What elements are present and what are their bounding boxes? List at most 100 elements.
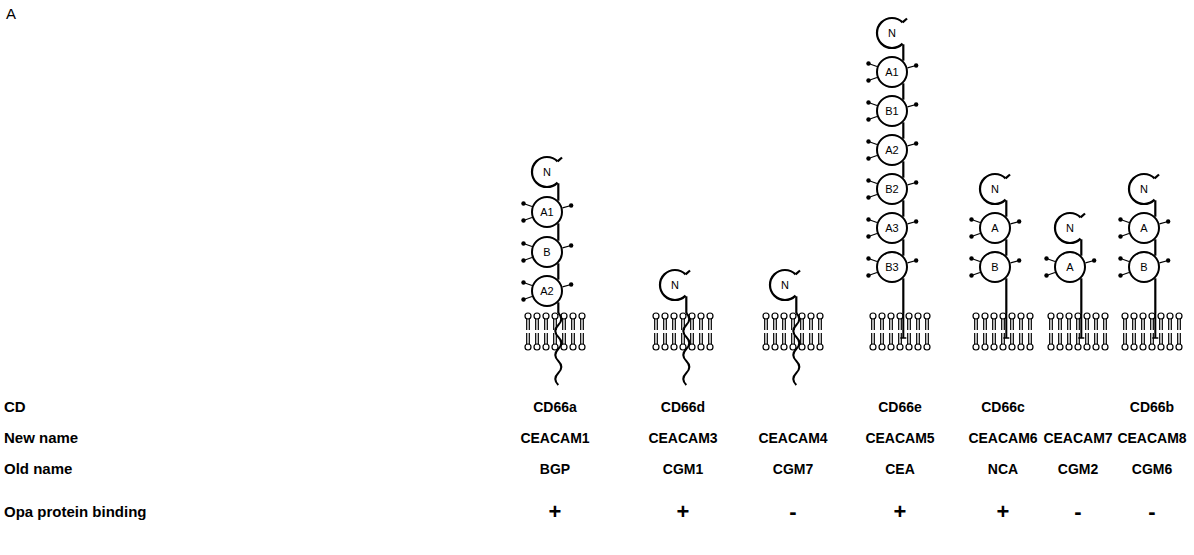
lipid-tail (526, 333, 527, 344)
lipid-tail (803, 333, 804, 344)
lipid-tail (1010, 333, 1011, 344)
ig-domain: B3 (876, 251, 908, 283)
lipid-head (1131, 344, 1137, 350)
chain-link (1154, 239, 1156, 255)
domain-loop (532, 157, 558, 187)
lipid-tail (1019, 319, 1020, 330)
lipid-tail (657, 319, 658, 330)
domain-ring (1129, 252, 1159, 282)
lipid-tail (1076, 333, 1077, 344)
ig-domain: A (979, 212, 1011, 244)
binding-sign: + (677, 499, 690, 524)
lipid-head (906, 313, 912, 319)
glycan-dot (866, 78, 870, 82)
domain-label: B1 (885, 106, 898, 117)
transmembrane-tail (793, 313, 799, 385)
domain-ring (980, 213, 1010, 243)
lipid-tail (1132, 319, 1133, 330)
glycan-dot (1017, 219, 1021, 223)
lipid-head (1066, 313, 1072, 319)
lipid-tail (1150, 333, 1151, 344)
gpi-anchor-end (1003, 337, 1009, 339)
lipid-tail (547, 333, 548, 344)
glycan-dot (866, 117, 870, 121)
lipid-tail (702, 319, 703, 330)
lipid-head (879, 313, 885, 319)
lipid-tail (986, 333, 987, 344)
lipid-tail (708, 333, 709, 344)
lipid-tail (791, 319, 792, 330)
lipid-tail (693, 319, 694, 330)
lipid-head (1048, 344, 1054, 350)
lipid-tail (1088, 333, 1089, 344)
binding-sign: - (1074, 499, 1081, 524)
domain-ring (877, 135, 907, 165)
lipid-tail (773, 319, 774, 330)
lipid-head (870, 344, 876, 350)
lipid-head (973, 313, 979, 319)
table-cell: CD66d (661, 399, 705, 415)
lipid-tail (690, 319, 691, 330)
lipid-head (579, 344, 585, 350)
glycan-dot (866, 256, 870, 260)
glycan-dot (569, 282, 573, 286)
lipid-tail (803, 319, 804, 330)
lipid-tail (995, 319, 996, 330)
lipid-head (915, 344, 921, 350)
lipid-head (653, 344, 659, 350)
lipid-tail (892, 333, 893, 344)
lipid-head (1158, 313, 1164, 319)
lipid-tail (547, 319, 548, 330)
lipid-tail (1171, 333, 1172, 344)
lipid-head (1167, 344, 1173, 350)
lipid-tail (809, 319, 810, 330)
lipid-tail (1085, 319, 1086, 330)
lipid-head (543, 313, 549, 319)
domain-loop (980, 174, 1006, 204)
lipid-head (808, 344, 814, 350)
lipid-tail (812, 319, 813, 330)
lipid-tail (889, 319, 890, 330)
table-cell: CD66a (533, 399, 577, 415)
gpi-anchor-end (1078, 337, 1084, 339)
domain-loop (770, 270, 796, 300)
lipid-tail (986, 319, 987, 330)
lipid-tail (1126, 333, 1127, 344)
lipid-tail (1159, 333, 1160, 344)
lipid-head (707, 344, 713, 350)
lipid-tail (538, 333, 539, 344)
lipid-tail (1123, 333, 1124, 344)
ig-domain: A1 (531, 196, 563, 228)
lipid-tail (1067, 333, 1068, 344)
glycan-dot (521, 218, 525, 222)
lipid-tail (818, 333, 819, 344)
domain-loop (1129, 174, 1155, 204)
lipid-tail (1067, 319, 1068, 330)
lipid-tail (1022, 333, 1023, 344)
lipid-tail (1135, 319, 1136, 330)
chain-link (902, 200, 904, 216)
lipid-tail (907, 319, 908, 330)
table-cell: CEACAM4 (758, 430, 827, 446)
transmembrane-tail (683, 313, 689, 385)
lipid-tail (1004, 319, 1005, 330)
lipid-tail (663, 333, 664, 344)
lipid-tail (1061, 333, 1062, 344)
stalk (1080, 278, 1082, 313)
domain-label: N (781, 280, 789, 291)
row-heading: CD (4, 398, 26, 415)
panel-letter: A (6, 5, 16, 22)
lipid-tail (553, 333, 554, 344)
lipid-head (973, 344, 979, 350)
gpi-anchor (1080, 313, 1082, 338)
lipid-tail (1070, 333, 1071, 344)
domain-label: N (991, 184, 999, 195)
lipid-head (1018, 313, 1024, 319)
domain-label: N (543, 167, 551, 178)
lipid-tail (666, 319, 667, 330)
lipid-head (1158, 344, 1164, 350)
binding-sign: + (894, 499, 907, 524)
domain-ring (877, 213, 907, 243)
lipid-head (1009, 313, 1015, 319)
lipid-tail (809, 333, 810, 344)
